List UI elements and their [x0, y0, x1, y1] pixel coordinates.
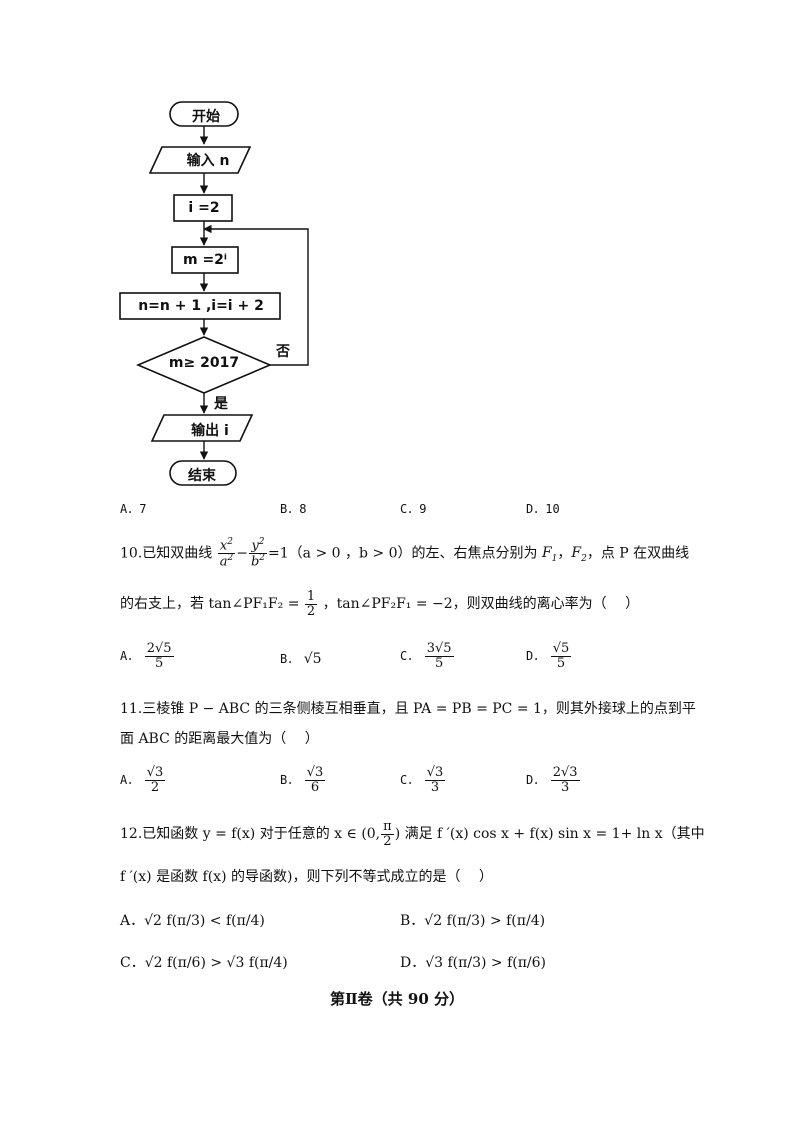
assign-box [171, 246, 239, 274]
q9-option-d: D．10 [526, 502, 560, 516]
q11-line1: 11.三棱锥 P − ABC 的三条侧棱互相垂直，且 PA = PB = PC … [120, 701, 696, 717]
output-parallelogram [150, 414, 254, 442]
end-terminal [169, 460, 237, 486]
q12-option-c: C．√2 f(π/6) > √3 f(π/4) [120, 955, 288, 971]
q9-option-b: B．8 [280, 502, 307, 516]
q12-option-d: D．√3 f(π/3) > f(π/6) [400, 955, 546, 971]
no-label: 否 [276, 344, 290, 360]
yes-label: 是 [214, 396, 228, 412]
output-label: 输出 i [191, 423, 229, 439]
assign-label: m =2ⁱ [182, 252, 227, 268]
condition-label: m≥ 2017 [168, 355, 240, 371]
q12-option-b: B．√2 f(π/3) > f(π/4) [400, 913, 546, 929]
q10-option-b: B． √5 [280, 651, 322, 667]
q11-line2: 面 ABC 的距离最大值为（ ） [120, 731, 319, 747]
q9-option-c: C．9 [400, 502, 427, 516]
update-label: n=n + 1 ,i=i + 2 [138, 298, 264, 314]
q12-line2: f ′(x) 是函数 f(x) 的导函数)，则下列不等式成立的是（ ） [120, 869, 493, 885]
end-label: 结束 [188, 468, 216, 484]
q9-option-a: A．7 [120, 502, 147, 516]
input-label: 输入 n [186, 153, 230, 169]
section-title: 第Ⅱ卷（共 90 分） [330, 990, 464, 1008]
q12-option-a: A．√2 f(π/3) < f(π/4) [120, 913, 265, 929]
flowchart [119, 101, 309, 486]
init-box [173, 194, 233, 222]
input-parallelogram [148, 146, 252, 174]
init-label: i =2 [188, 200, 220, 216]
start-label: 开始 [192, 109, 220, 125]
update-box [119, 292, 281, 320]
